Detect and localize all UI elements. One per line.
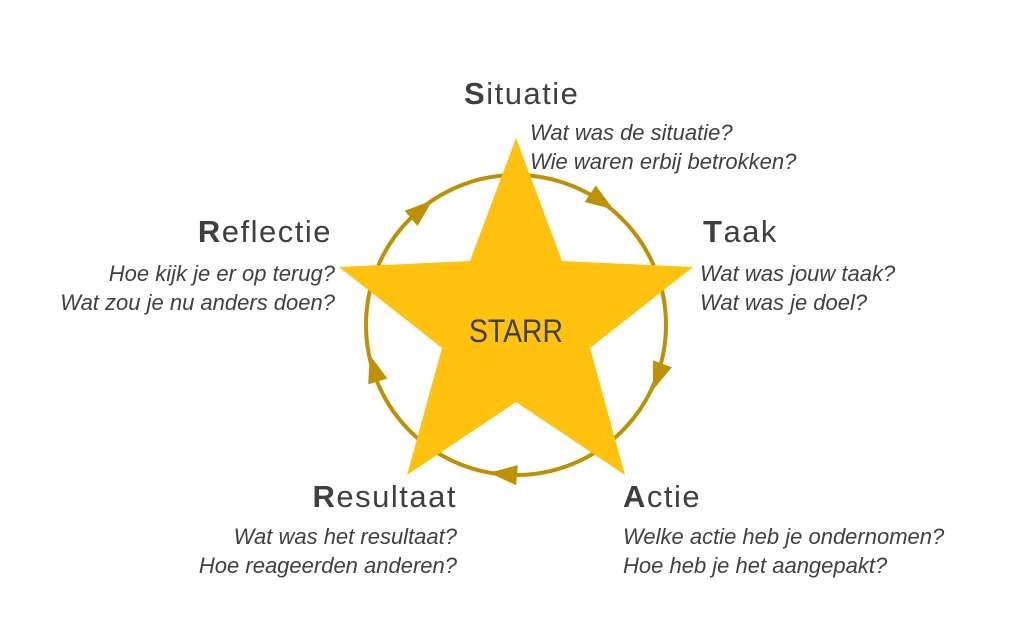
section-title-rest: eflectie xyxy=(221,214,332,249)
section-title-actie: Actie xyxy=(623,479,701,515)
section-title-rest: aak xyxy=(723,214,778,249)
section-questions-reflectie: Hoe kijk je er op terug? Wat zou je nu a… xyxy=(60,259,335,317)
section-question: Wat was het resultaat? xyxy=(233,524,457,549)
section-lead-letter: T xyxy=(703,214,724,249)
section-question: Wat was jouw taak? xyxy=(700,261,896,286)
section-questions-situatie: Wat was de situatie? Wie waren erbij bet… xyxy=(530,118,796,176)
section-question: Hoe reageerden anderen? xyxy=(198,553,457,578)
section-title-reflectie: Reflectie xyxy=(198,214,332,250)
cycle-arrow-icon xyxy=(652,360,672,391)
section-title-taak: Taak xyxy=(703,214,778,250)
section-questions-actie: Welke actie heb je ondernomen? Hoe heb j… xyxy=(623,522,944,580)
cycle-arrow-icon xyxy=(404,200,433,227)
section-title-situatie: Situatie xyxy=(464,76,579,112)
section-question: Wat zou je nu anders doen? xyxy=(60,290,335,315)
section-question: Hoe kijk je er op terug? xyxy=(108,261,335,286)
section-question: Welke actie heb je ondernomen? xyxy=(623,524,945,549)
star-center-label: STARR xyxy=(469,313,563,349)
section-lead-letter: S xyxy=(464,76,487,111)
section-lead-letter: A xyxy=(623,479,647,514)
cycle-arrow-icon xyxy=(368,354,388,385)
section-lead-letter: R xyxy=(197,214,222,249)
section-question: Wie waren erbij betrokken? xyxy=(530,149,797,174)
section-title-rest: ctie xyxy=(646,479,702,514)
section-questions-resultaat: Wat was het resultaat? Hoe reageerden an… xyxy=(199,522,457,580)
section-question: Wat was je doel? xyxy=(700,290,868,315)
section-lead-letter: R xyxy=(312,479,337,514)
section-questions-taak: Wat was jouw taak? Wat was je doel? xyxy=(700,259,895,317)
cycle-arrow-icon xyxy=(584,185,614,210)
section-title-resultaat: Resultaat xyxy=(313,479,457,515)
star-shape xyxy=(339,138,693,475)
section-title-rest: ituatie xyxy=(486,76,580,111)
section-title-rest: esultaat xyxy=(336,479,457,514)
cycle-arrow-icon xyxy=(489,465,518,486)
section-question: Hoe heb je het aangepakt? xyxy=(623,553,888,578)
section-question: Wat was de situatie? xyxy=(530,120,733,145)
